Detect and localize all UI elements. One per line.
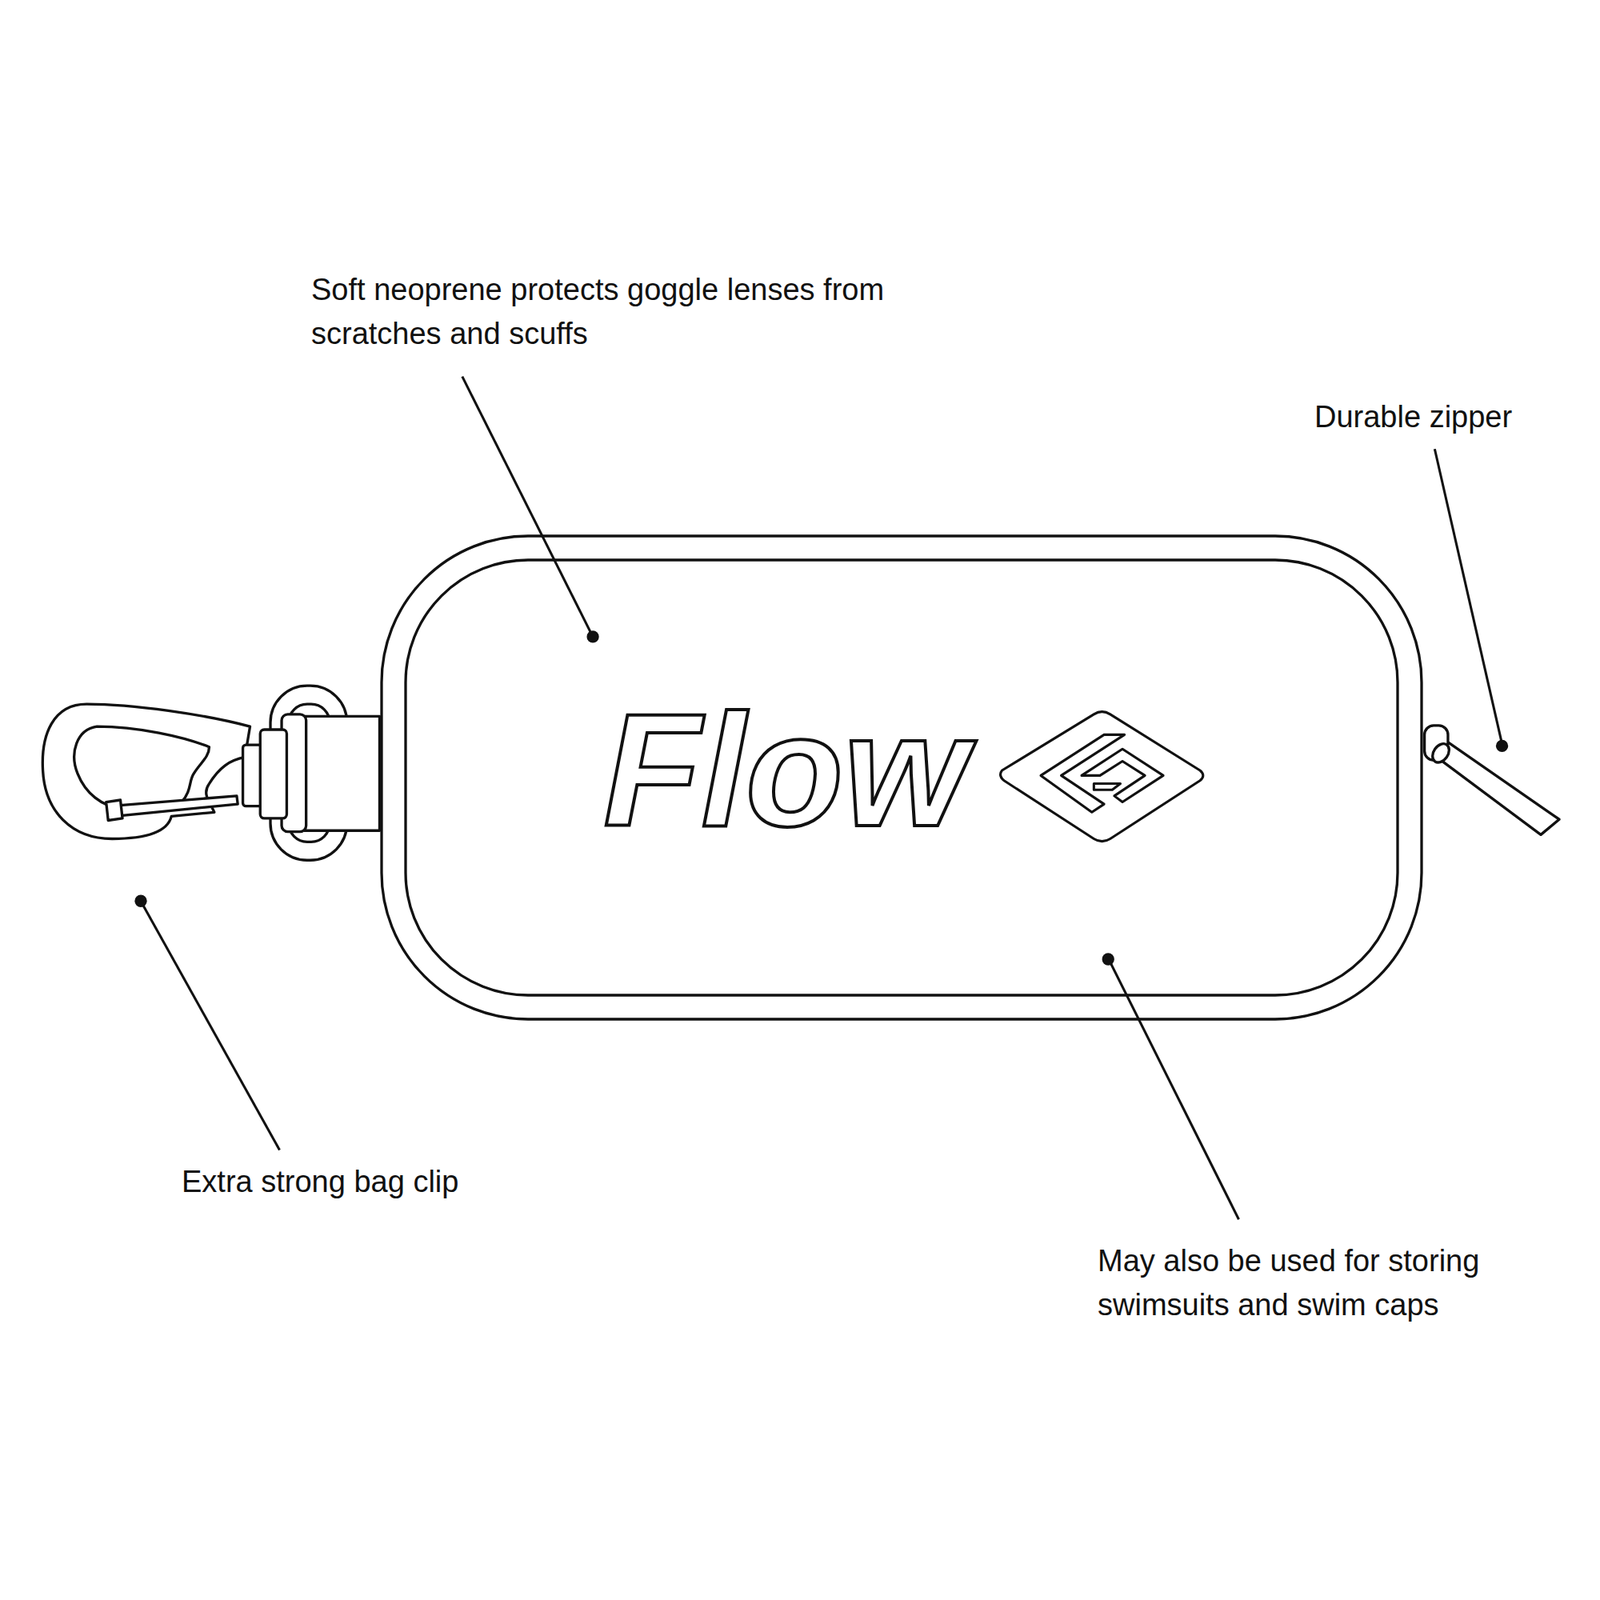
callout-label: May also be used for storing swimsuits a…	[1097, 1239, 1562, 1328]
goggle-case: Flow	[380, 534, 1424, 1021]
bag-clip	[42, 685, 380, 860]
case-outer-edge	[381, 536, 1422, 1020]
case-inner-seam	[405, 560, 1398, 996]
callout-label: Soft neoprene protects goggle lenses fro…	[311, 268, 904, 356]
brand-logo-text: Flow	[603, 690, 968, 851]
logo-mark	[1000, 712, 1204, 842]
leader-lines	[141, 376, 1502, 1220]
callout-label: Extra strong bag clip	[181, 1160, 630, 1204]
leader-dots	[134, 630, 1508, 965]
zipper-pull	[1424, 725, 1560, 835]
callout-label: Durable zipper	[1314, 395, 1587, 440]
